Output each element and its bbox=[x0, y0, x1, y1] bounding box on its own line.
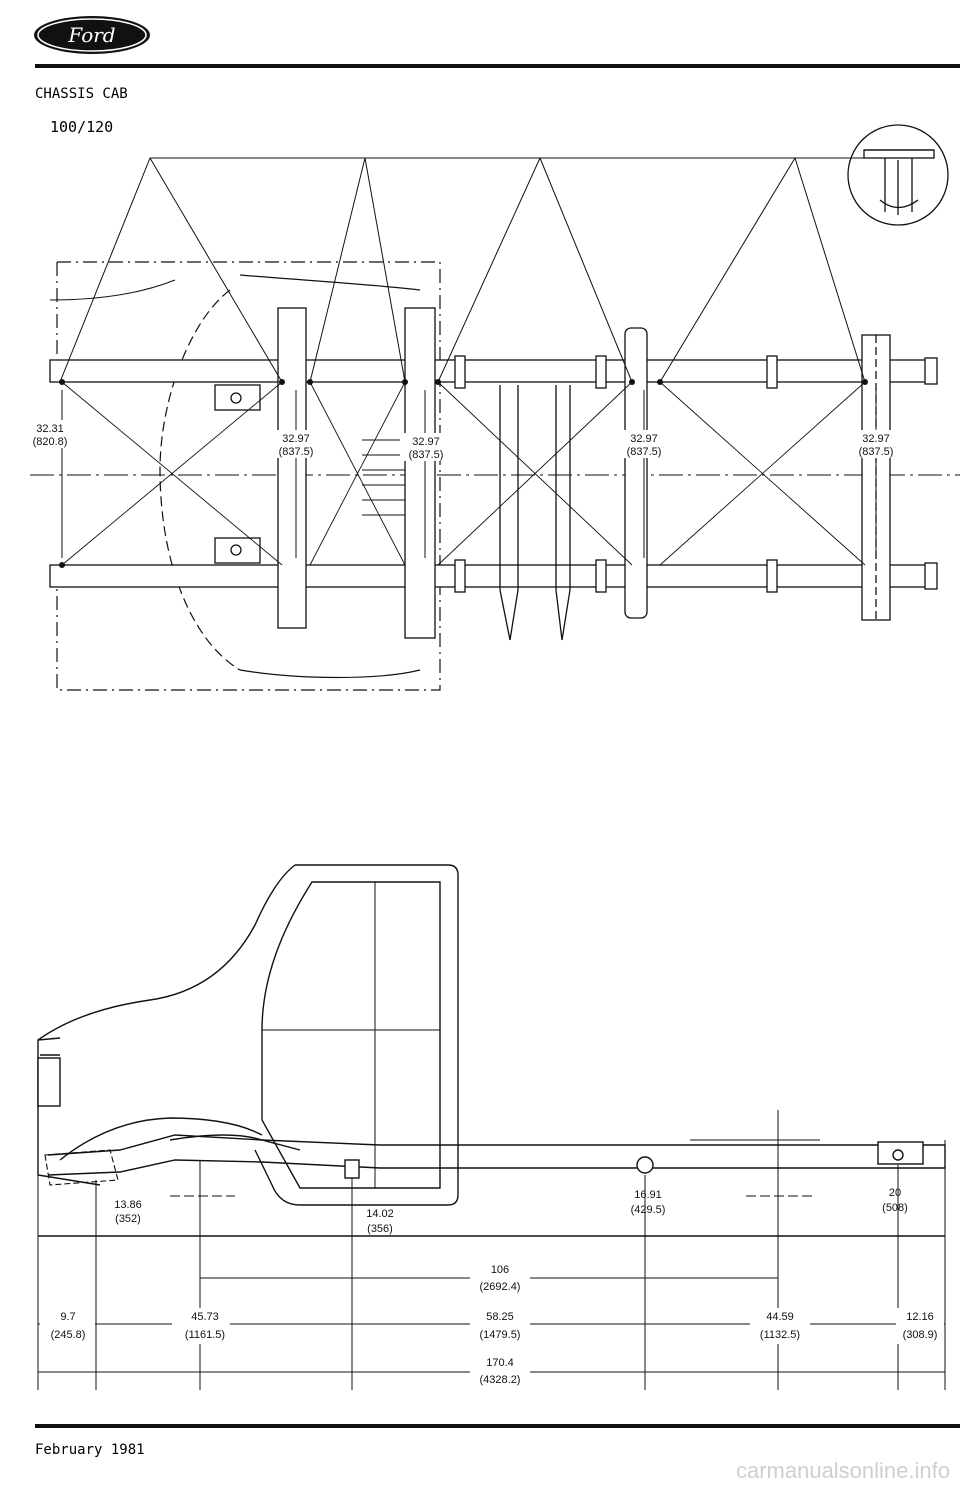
plan-dim-1-in: 32.97 bbox=[282, 433, 310, 445]
wheelbase-in: 106 bbox=[491, 1264, 509, 1276]
segment-3-mm: (1132.5) bbox=[760, 1329, 800, 1341]
plan-dim-4-in: 32.97 bbox=[862, 433, 890, 445]
height-2-mm: (429.5) bbox=[631, 1204, 666, 1216]
chassis-side-view: 13.86 (352) 14.02 (356) 16.91 (429.5) 20… bbox=[37, 864, 946, 1390]
segment-1-mm: (1161.5) bbox=[185, 1329, 225, 1341]
plan-dim-0-in: 32.31 bbox=[36, 423, 64, 435]
plan-dim-4-mm: (837.5) bbox=[859, 446, 894, 458]
side-dim-labels: 13.86 (352) 14.02 (356) 16.91 (429.5) 20… bbox=[40, 1187, 944, 1390]
frame-section-detail bbox=[847, 124, 949, 226]
segment-4-mm: (308.9) bbox=[903, 1329, 938, 1341]
brand-text: Ford bbox=[67, 23, 115, 47]
plan-dim-0-mm: (820.8) bbox=[33, 436, 68, 448]
plan-dim-2-in: 32.97 bbox=[412, 436, 440, 448]
height-1-mm: (356) bbox=[367, 1223, 393, 1235]
footer-rule bbox=[35, 1424, 960, 1428]
overall-length-in: 170.4 bbox=[486, 1357, 514, 1369]
segment-2-in: 58.25 bbox=[486, 1311, 514, 1323]
model-label: 100/120 bbox=[50, 118, 114, 136]
segment-0-mm: (245.8) bbox=[51, 1329, 86, 1341]
section-title: CHASSIS CAB bbox=[35, 86, 128, 102]
ford-oval-icon: Ford bbox=[34, 16, 150, 54]
segment-0-in: 9.7 bbox=[60, 1311, 75, 1323]
plan-dim-3-in: 32.97 bbox=[630, 433, 658, 445]
chassis-plan-view: 32.31 (820.8) 32.97 (837.5) 32.97 (837.5… bbox=[30, 124, 960, 691]
height-1-in: 14.02 bbox=[366, 1208, 394, 1220]
ford-logo: Ford bbox=[32, 14, 152, 56]
cab-outline bbox=[254, 864, 459, 1206]
height-0-mm: (352) bbox=[115, 1213, 141, 1225]
height-3-mm: (508) bbox=[882, 1202, 908, 1214]
segment-1-in: 45.73 bbox=[191, 1311, 219, 1323]
segment-2-mm: (1479.5) bbox=[480, 1329, 521, 1341]
height-3-in: 20 bbox=[889, 1187, 901, 1199]
plan-dim-1-mm: (837.5) bbox=[279, 446, 314, 458]
issue-date: February 1981 bbox=[35, 1442, 145, 1458]
wheelbase-mm: (2692.4) bbox=[480, 1281, 521, 1293]
segment-3-in: 44.59 bbox=[766, 1311, 794, 1323]
height-2-in: 16.91 bbox=[634, 1189, 662, 1201]
plan-dim-2-mm: (837.5) bbox=[409, 449, 444, 461]
header-rule bbox=[35, 64, 960, 68]
overall-length-mm: (4328.2) bbox=[480, 1374, 521, 1386]
plan-dim-3-mm: (837.5) bbox=[627, 446, 662, 458]
watermark: carmanualsonline.info bbox=[735, 1458, 950, 1483]
height-0-in: 13.86 bbox=[114, 1199, 142, 1211]
segment-4-in: 12.16 bbox=[906, 1311, 934, 1323]
